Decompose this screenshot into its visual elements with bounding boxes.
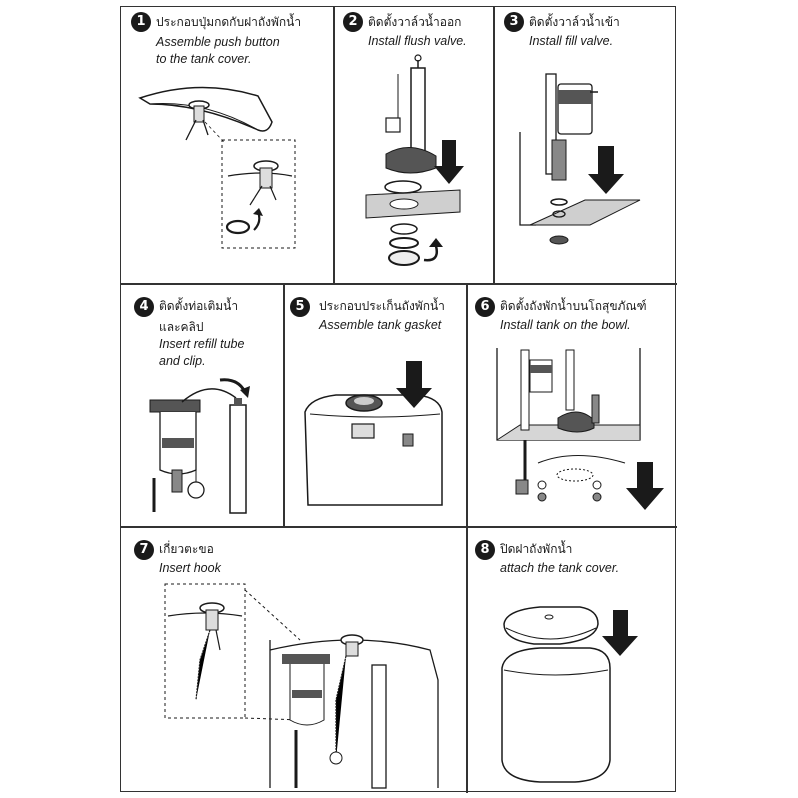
step-title-thai: ติดตั้งวาล์วน้ำออก [368,15,462,29]
step-number-badge: 1 [131,12,151,32]
step-title-thai: ปิดฝาถังพักน้ำ [500,542,573,556]
step-title-english: Assemble push button [156,35,280,49]
step-title-english: attach the tank cover. [500,561,620,575]
divider [466,283,468,526]
divider [333,7,335,283]
step-title-thai: ประกอบปุ่มกดกับฝาถังพักน้ำ [156,15,302,29]
step-title-thai: ติดตั้งวาล์วน้ำเข้า [529,15,620,29]
step-number-badge: 2 [343,12,363,32]
step-number-badge: 6 [475,297,495,317]
step-title-thai-line2: และคลิป [159,320,204,334]
step-number-badge: 4 [134,297,154,317]
instruction-sheet [120,6,677,793]
step-title-thai: ติดตั้งถังพักน้ำบนโถสุขภัณฑ์ [500,299,647,313]
step-title-english: Install flush valve. [368,34,467,48]
step-title-english: Assemble tank gasket [319,318,442,332]
step-title-thai: เกี่ยวตะขอ [159,542,214,556]
divider [493,7,495,283]
step-number-badge: 3 [504,12,524,32]
step-number-badge: 5 [290,297,310,317]
step-number-badge: 8 [475,540,495,560]
step-title-english: Install fill valve. [529,34,614,48]
step-title-english-line2: and clip. [159,354,206,368]
divider [121,283,677,285]
divider [283,283,285,526]
divider [121,526,677,528]
step-title-thai: ประกอบประเก็นถังพักน้ำ [319,299,445,313]
step-title-english: Insert refill tube [159,337,245,351]
divider [466,526,468,793]
step-title-english: Install tank on the bowl. [500,318,631,332]
step-title-english: Insert hook [159,561,221,575]
step-title-thai: ติดตั้งท่อเติมน้ำ [159,299,239,313]
step-title-english-line2: to the tank cover. [156,52,252,66]
step-number-badge: 7 [134,540,154,560]
